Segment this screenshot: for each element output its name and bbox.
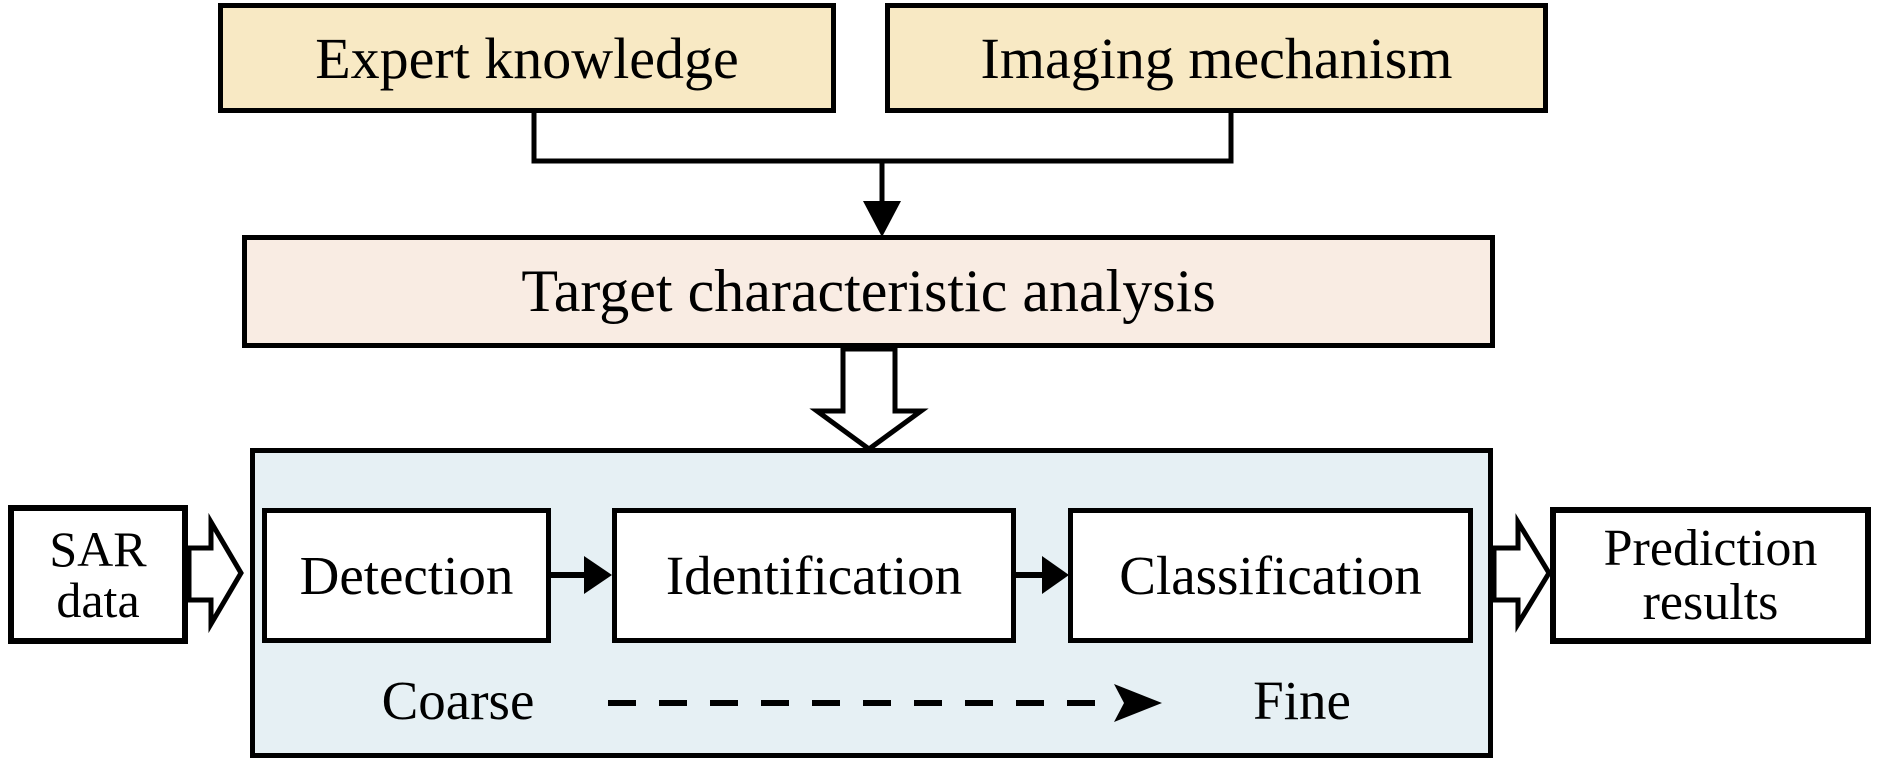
prediction-results-label-line1: Prediction bbox=[1603, 520, 1818, 578]
imaging-mechanism-label: Imaging mechanism bbox=[980, 25, 1453, 91]
imaging-mechanism-box: Imaging mechanism bbox=[885, 3, 1548, 113]
merge-arrowhead-icon bbox=[863, 201, 901, 237]
merge-connector-line bbox=[531, 112, 1234, 164]
detection-label: Detection bbox=[299, 545, 514, 606]
identification-stage-box: Identification bbox=[612, 508, 1016, 643]
expert-knowledge-box: Expert knowledge bbox=[218, 3, 836, 113]
coarse-label: Coarse bbox=[381, 670, 535, 731]
prediction-results-label-line2: results bbox=[1642, 573, 1779, 631]
target-characteristic-analysis-box: Target characteristic analysis bbox=[242, 235, 1495, 348]
sar-data-box: SAR data bbox=[8, 505, 188, 644]
detection-stage-box: Detection bbox=[262, 508, 551, 643]
sar-data-label-line1: SAR bbox=[49, 520, 147, 577]
identification-label: Identification bbox=[665, 545, 963, 606]
classification-label: Classification bbox=[1119, 545, 1422, 606]
down-block-arrow-icon bbox=[809, 346, 929, 453]
prediction-results-box: Prediction results bbox=[1550, 507, 1871, 644]
prediction-output-arrow-icon bbox=[1491, 513, 1552, 633]
target-characteristic-analysis-label: Target characteristic analysis bbox=[521, 258, 1216, 324]
expert-knowledge-label: Expert knowledge bbox=[315, 25, 739, 91]
classification-stage-box: Classification bbox=[1068, 508, 1473, 643]
fine-label: Fine bbox=[1253, 670, 1351, 731]
sar-input-arrow-icon bbox=[186, 512, 244, 634]
sar-data-label-line2: data bbox=[56, 571, 140, 628]
